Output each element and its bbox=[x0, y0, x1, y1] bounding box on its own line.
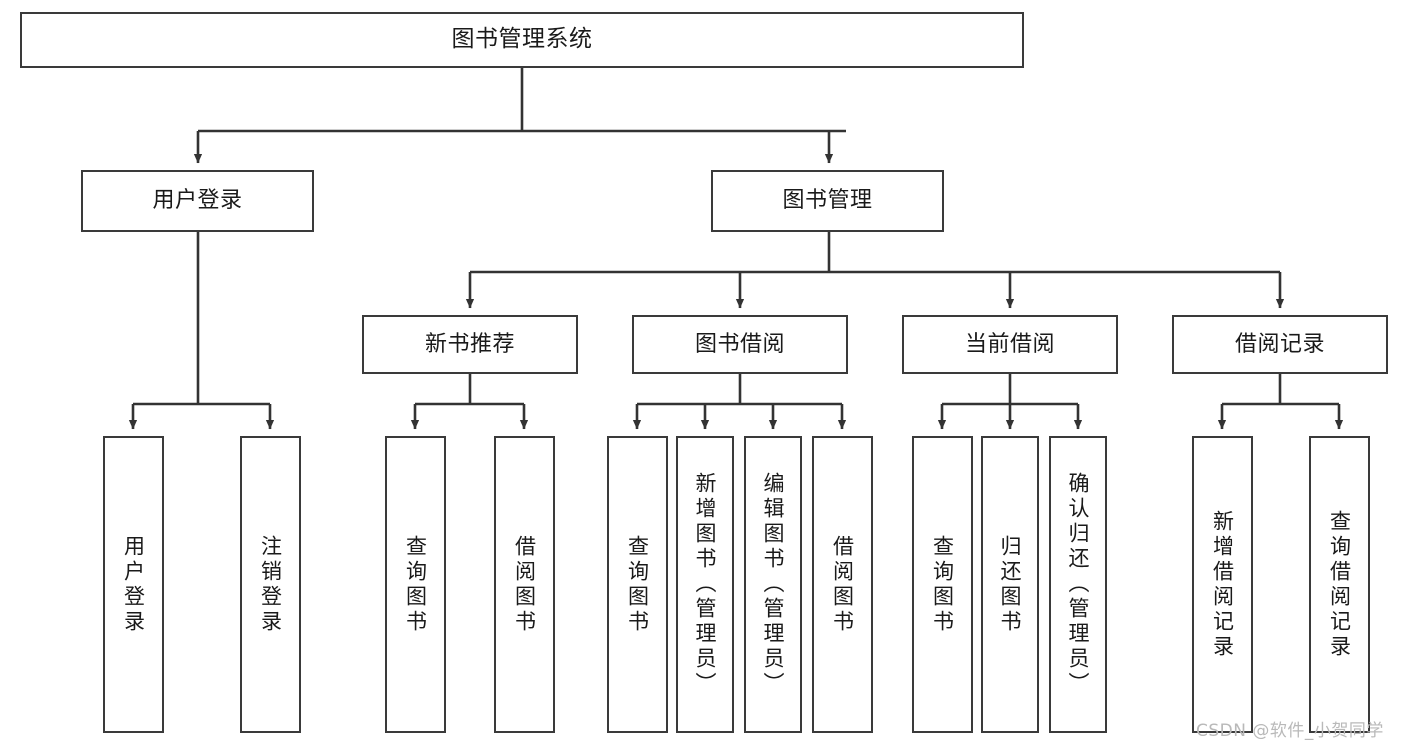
node-leaf-borrow-book-2[interactable]: 借阅图书 bbox=[812, 436, 873, 733]
node-label: 查询图书 bbox=[403, 534, 428, 635]
node-user-login[interactable]: 用户登录 bbox=[81, 170, 314, 232]
node-label: 查询图书 bbox=[930, 534, 955, 635]
csdn-watermark: CSDN @软件_小贺同学 bbox=[1196, 721, 1384, 741]
node-label: 新书推荐 bbox=[424, 331, 515, 357]
node-label: 查询借阅记录 bbox=[1327, 509, 1352, 660]
node-leaf-query-record[interactable]: 查询借阅记录 bbox=[1309, 436, 1370, 733]
node-leaf-borrow-book-1[interactable]: 借阅图书 bbox=[494, 436, 555, 733]
node-label: 用户登录 bbox=[152, 188, 243, 214]
node-label: 图书管理系统 bbox=[451, 26, 593, 53]
node-label: 新增图书（管理员） bbox=[693, 472, 718, 697]
node-label: 借阅图书 bbox=[830, 534, 855, 635]
node-label: 用户登录 bbox=[121, 534, 146, 635]
node-label: 借阅图书 bbox=[512, 534, 537, 635]
node-book-management[interactable]: 图书管理 bbox=[711, 170, 944, 232]
node-leaf-add-book[interactable]: 新增图书（管理员） bbox=[676, 436, 734, 733]
node-label: 查询图书 bbox=[625, 534, 650, 635]
node-leaf-user-login[interactable]: 用户登录 bbox=[103, 436, 164, 733]
node-leaf-edit-book[interactable]: 编辑图书（管理员） bbox=[744, 436, 802, 733]
node-leaf-return-book[interactable]: 归还图书 bbox=[981, 436, 1039, 733]
node-label: 当前借阅 bbox=[964, 331, 1055, 357]
node-new-book-recommend[interactable]: 新书推荐 bbox=[362, 315, 578, 374]
node-label: 借阅记录 bbox=[1234, 331, 1325, 357]
node-leaf-query-book-1[interactable]: 查询图书 bbox=[385, 436, 446, 733]
node-label: 新增借阅记录 bbox=[1210, 509, 1235, 660]
node-label: 归还图书 bbox=[998, 534, 1023, 635]
node-leaf-add-record[interactable]: 新增借阅记录 bbox=[1192, 436, 1253, 733]
node-label: 确认归还（管理员） bbox=[1066, 472, 1091, 697]
node-root-system[interactable]: 图书管理系统 bbox=[20, 12, 1024, 68]
node-leaf-logout-login[interactable]: 注销登录 bbox=[240, 436, 301, 733]
node-label: 图书管理 bbox=[782, 188, 873, 214]
node-label: 编辑图书（管理员） bbox=[761, 472, 786, 697]
node-leaf-query-book-2[interactable]: 查询图书 bbox=[607, 436, 668, 733]
node-leaf-query-book-3[interactable]: 查询图书 bbox=[912, 436, 973, 733]
node-borrow-record[interactable]: 借阅记录 bbox=[1172, 315, 1388, 374]
node-label: 图书借阅 bbox=[694, 331, 785, 357]
node-label: 注销登录 bbox=[258, 534, 283, 635]
node-book-borrow[interactable]: 图书借阅 bbox=[632, 315, 848, 374]
node-current-borrow[interactable]: 当前借阅 bbox=[902, 315, 1118, 374]
node-leaf-confirm-return[interactable]: 确认归还（管理员） bbox=[1049, 436, 1107, 733]
